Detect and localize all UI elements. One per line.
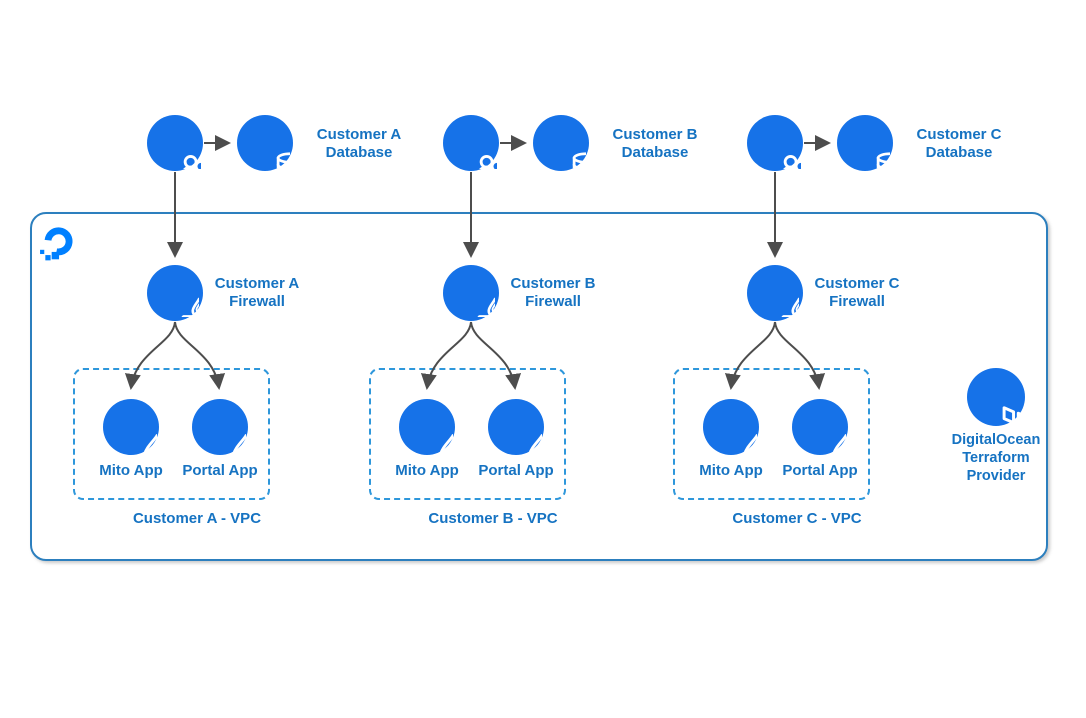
customer-b-users-node — [443, 115, 499, 171]
customer-b-mito-app-label: Mito App — [395, 462, 459, 479]
label-line: Firewall — [229, 293, 285, 310]
label-line: Customer C — [814, 275, 900, 292]
customer-c-users-node — [747, 115, 803, 171]
customer-c-mito-app-node — [703, 399, 759, 455]
droplet-icon — [105, 401, 157, 453]
customer-b-portal-app-label: Portal App — [478, 462, 554, 479]
customer-a-portal-app-label: Portal App — [182, 462, 258, 479]
customer-c-firewall-label: Customer C Firewall — [792, 275, 922, 311]
terraform-icon — [969, 370, 1023, 424]
customer-a-portal-app-node — [192, 399, 248, 455]
customer-c-mito-app-label: Mito App — [699, 462, 763, 479]
database-icon — [840, 118, 890, 168]
droplet-icon — [194, 401, 246, 453]
users-icon — [149, 117, 201, 169]
label-line: Terraform — [962, 450, 1030, 466]
droplet-icon — [794, 401, 846, 453]
users-icon — [749, 117, 801, 169]
customer-c-database-node — [837, 115, 893, 171]
terraform-provider-node — [967, 368, 1025, 426]
label-line: Customer C — [916, 126, 1002, 143]
customer-a-mito-app-label: Mito App — [99, 462, 163, 479]
customer-a-mito-app-node — [103, 399, 159, 455]
customer-a-users-node — [147, 115, 203, 171]
customer-b-firewall-node — [443, 265, 499, 321]
customer-b-mito-app-node — [399, 399, 455, 455]
customer-b-vpc-label: Customer B - VPC — [428, 510, 558, 527]
label-line: Customer A — [214, 275, 300, 292]
customer-a-vpc-label: Customer A - VPC — [132, 510, 262, 527]
label-line: Firewall — [829, 293, 885, 310]
droplet-icon — [401, 401, 453, 453]
digitalocean-logo-icon — [39, 225, 77, 263]
label-line: Customer B — [612, 126, 698, 143]
customer-a-firewall-label: Customer A Firewall — [192, 275, 322, 311]
database-icon — [240, 118, 290, 168]
users-icon — [445, 117, 497, 169]
customer-a-database-label: Customer A Database — [284, 126, 434, 162]
label-line: Firewall — [525, 293, 581, 310]
label-line: Database — [925, 144, 993, 161]
customer-a-database-node — [237, 115, 293, 171]
label-line: Database — [325, 144, 393, 161]
droplet-icon — [705, 401, 757, 453]
customer-c-portal-app-label: Portal App — [782, 462, 858, 479]
customer-b-firewall-label: Customer B Firewall — [488, 275, 618, 311]
customer-c-firewall-node — [747, 265, 803, 321]
customer-c-database-label: Customer C Database — [884, 126, 1034, 162]
customer-b-portal-app-node — [488, 399, 544, 455]
label-line: DigitalOcean — [951, 432, 1041, 448]
customer-c-portal-app-node — [792, 399, 848, 455]
customer-c-vpc-label: Customer C - VPC — [732, 510, 862, 527]
database-icon — [536, 118, 586, 168]
label-line: Customer B — [510, 275, 596, 292]
terraform-provider-label: DigitalOcean Terraform Provider — [916, 431, 1076, 485]
customer-b-database-node — [533, 115, 589, 171]
label-line: Customer A — [316, 126, 402, 143]
label-line: Provider — [966, 468, 1026, 484]
label-line: Database — [621, 144, 689, 161]
customer-b-database-label: Customer B Database — [580, 126, 730, 162]
droplet-icon — [490, 401, 542, 453]
customer-a-firewall-node — [147, 265, 203, 321]
